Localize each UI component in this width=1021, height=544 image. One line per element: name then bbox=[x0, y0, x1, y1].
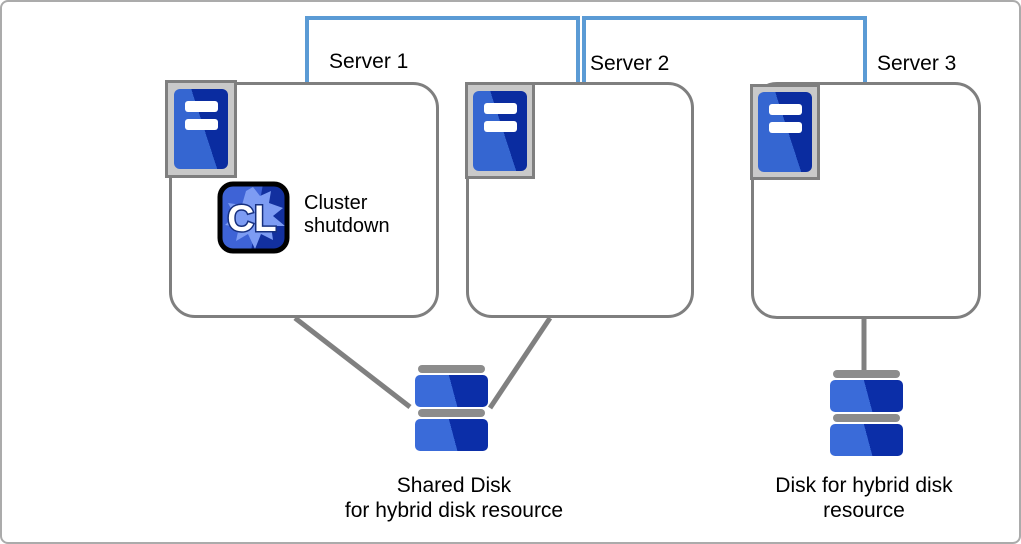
server-tower-icon bbox=[465, 82, 535, 179]
interconnect-drop-server1 bbox=[305, 16, 309, 83]
hybrid-disk-label: Disk for hybrid disk resource bbox=[775, 474, 953, 522]
interconnect-drop-server2-right bbox=[582, 16, 586, 83]
cl-logo-text: CL bbox=[227, 198, 276, 239]
connector-server2-shared-disk bbox=[487, 316, 553, 410]
interconnect-line-2 bbox=[582, 16, 867, 20]
interconnect-drop-server2-left bbox=[576, 16, 580, 83]
server-tower-icon bbox=[165, 80, 237, 178]
hybrid-disk-icon bbox=[830, 370, 903, 456]
server-tower-body bbox=[758, 92, 812, 172]
server-3-label: Server 3 bbox=[877, 52, 957, 75]
shared-disk-icon bbox=[415, 365, 488, 451]
server-tower-body bbox=[473, 90, 527, 171]
interconnect-line-1 bbox=[305, 16, 580, 20]
server-2-box bbox=[466, 82, 694, 318]
server-1-label: Server 1 bbox=[329, 50, 409, 73]
server-2-label: Server 2 bbox=[590, 52, 670, 75]
server-tower-icon bbox=[750, 84, 820, 180]
expresscluster-cl-logo-icon: CL bbox=[217, 181, 290, 254]
server-tower-body bbox=[174, 89, 228, 169]
connector-server1-shared-disk bbox=[293, 316, 412, 409]
interconnect-drop-server3 bbox=[863, 16, 867, 83]
cluster-shutdown-label: Cluster shutdown bbox=[304, 192, 390, 237]
shared-disk-label: Shared Disk for hybrid disk resource bbox=[344, 474, 564, 522]
